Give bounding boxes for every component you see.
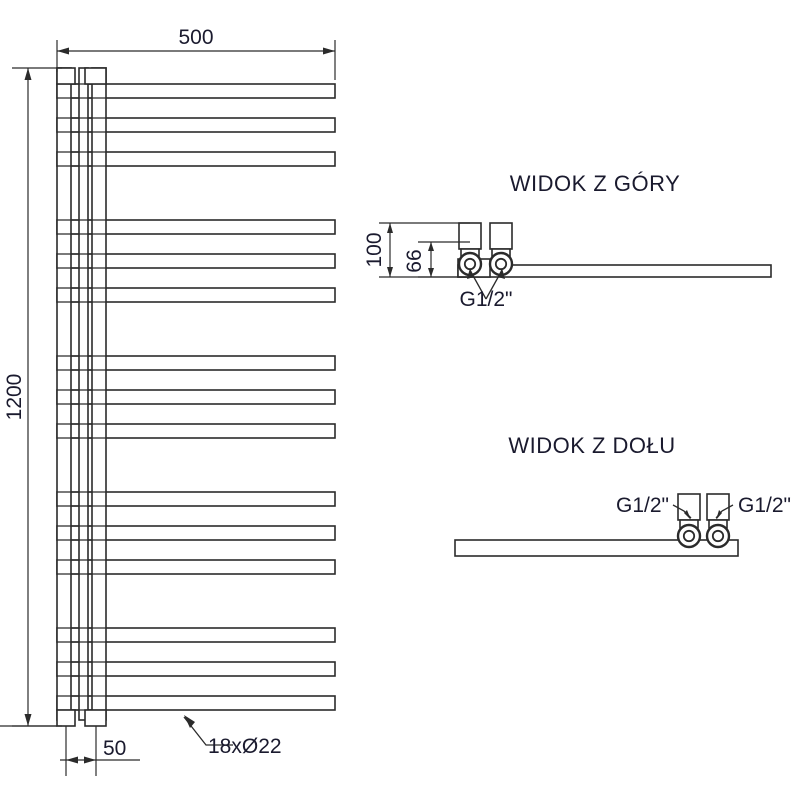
bottom-stub-right xyxy=(84,709,107,727)
bottom-view xyxy=(454,493,739,557)
leader-arrow-right xyxy=(716,510,722,520)
leader-arrow xyxy=(184,715,195,728)
holes-callout-label: 18xØ22 xyxy=(208,735,282,758)
arrow-right xyxy=(323,47,335,55)
arrow-bottom xyxy=(387,267,393,277)
collector-rail-mid xyxy=(78,67,89,721)
bottom-view-connection-leaders xyxy=(672,504,734,520)
top-view-dim-66-label: 66 xyxy=(403,249,426,272)
valve-ring-inner-left xyxy=(463,257,477,271)
top-view-connection-leader xyxy=(467,268,505,300)
foot-spacing-dimension-50 xyxy=(0,725,140,776)
connector-body-left xyxy=(458,222,482,250)
top-stub-left xyxy=(56,67,76,85)
arrow-bottom xyxy=(24,714,32,726)
foot-spacing-label: 50 xyxy=(103,737,126,760)
top-view-valve-rings xyxy=(457,251,514,277)
bottom-view-connection-label-right: G1/2" xyxy=(738,494,791,517)
arrow-left xyxy=(57,47,69,55)
arrow-bottom xyxy=(428,268,434,277)
bottom-stub-left xyxy=(56,709,76,727)
connector-body-right xyxy=(489,222,513,250)
arrow-top xyxy=(24,68,32,80)
top-view-connectors xyxy=(458,222,513,258)
leader-arrow-left xyxy=(684,510,691,520)
width-dimension-500 xyxy=(56,40,336,80)
height-dimension-label: 1200 xyxy=(3,374,26,421)
top-view-dimension-66 xyxy=(418,241,470,278)
valve-ring-inner-left xyxy=(682,529,696,543)
top-view-title: WIDOK Z GÓRY xyxy=(510,171,681,196)
top-stub-right xyxy=(84,67,107,85)
arrow-left xyxy=(66,756,78,764)
valve-ring-inner-right xyxy=(494,257,508,271)
bottom-view-connection-label-left: G1/2" xyxy=(616,494,669,517)
bottom-view-title: WIDOK Z DOŁU xyxy=(508,433,675,458)
top-connector-stubs xyxy=(56,67,107,85)
radiator-collectors xyxy=(56,67,107,721)
bar-rail-seams xyxy=(57,83,106,711)
leader-arrow-right xyxy=(498,268,505,279)
width-dimension-label: 500 xyxy=(178,26,213,49)
top-view-connection-label: G1/2" xyxy=(460,288,513,311)
arrow-top xyxy=(428,242,434,251)
leader-arrow-left xyxy=(467,268,474,279)
top-view xyxy=(457,222,772,278)
holes-callout-leader xyxy=(183,715,233,746)
arrow-top xyxy=(387,223,393,233)
bottom-view-panel xyxy=(454,539,739,557)
bottom-view-valve-rings xyxy=(676,523,731,549)
valve-ring-inner-right xyxy=(711,529,725,543)
arrow-right xyxy=(84,756,96,764)
top-view-dim-100-label: 100 xyxy=(363,232,386,267)
front-view xyxy=(56,67,336,727)
